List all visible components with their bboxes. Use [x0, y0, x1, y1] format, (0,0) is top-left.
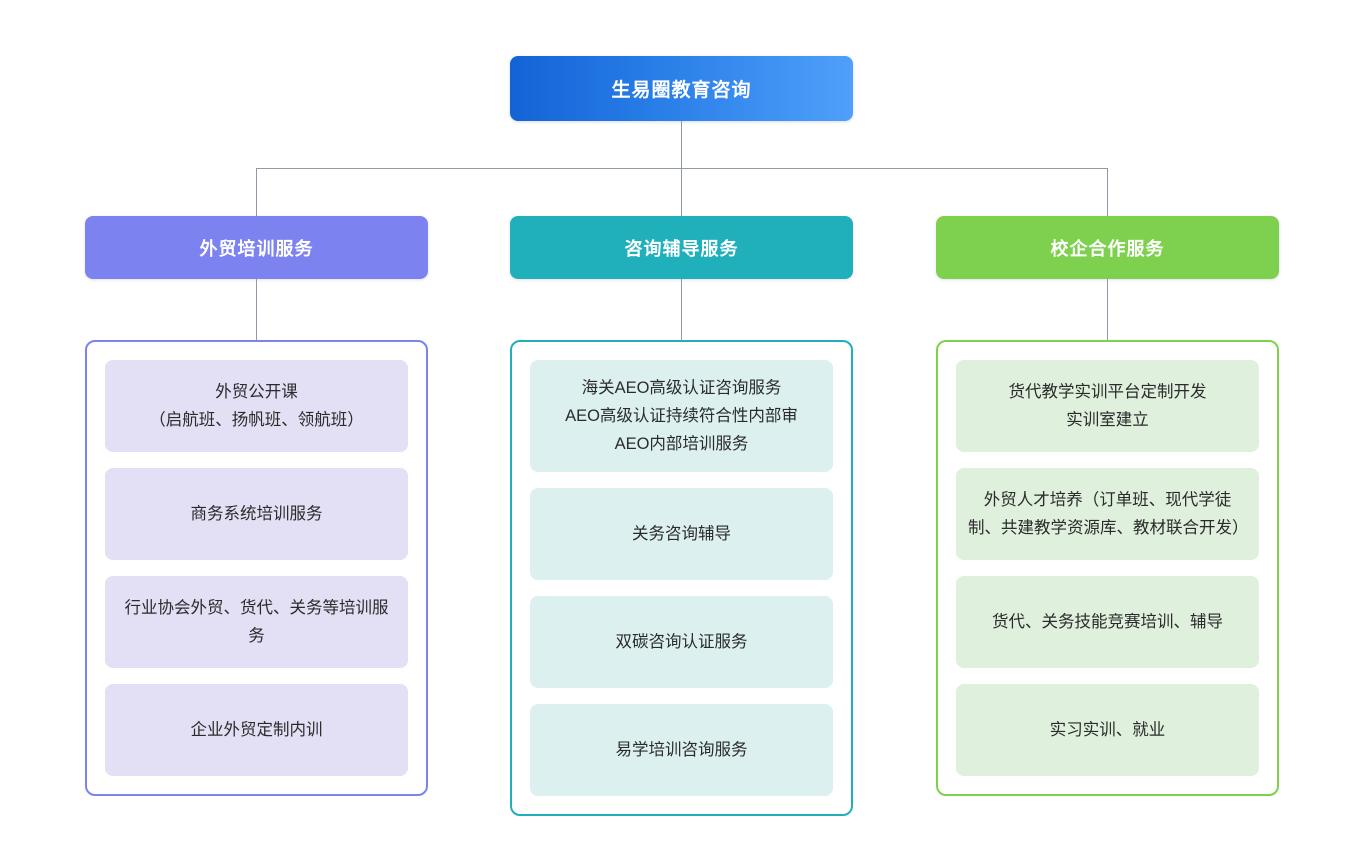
branch-header-label: 咨询辅导服务 [624, 238, 739, 259]
connector-branch-1-vertical [681, 168, 682, 216]
leaf-item[interactable]: 企业外贸定制内训 [105, 684, 408, 776]
branch-column-0: 外贸培训服务 [85, 216, 428, 279]
leaf-item[interactable]: 外贸人才培养（订单班、现代学徒制、共建教学资源库、教材联合开发） [956, 468, 1259, 560]
leaf-item[interactable]: 实习实训、就业 [956, 684, 1259, 776]
branch-items-box-2: 货代教学实训平台定制开发 实训室建立 外贸人才培养（订单班、现代学徒制、共建教学… [936, 340, 1279, 796]
root-node-label: 生易圈教育咨询 [611, 80, 752, 101]
connector-branch-2-vertical [1107, 168, 1108, 216]
branch-header-外贸培训服务[interactable]: 外贸培训服务 [85, 216, 428, 279]
leaf-item[interactable]: 外贸公开课 （启航班、扬帆班、领航班） [105, 360, 408, 452]
connector-branch-0-vertical [256, 168, 257, 216]
branch-header-label: 校企合作服务 [1050, 238, 1165, 259]
branch-header-咨询辅导服务[interactable]: 咨询辅导服务 [510, 216, 853, 279]
connector-branch-0-stub [256, 279, 257, 340]
connector-branch-1-stub [681, 279, 682, 340]
branch-header-label: 外贸培训服务 [199, 238, 314, 259]
branch-column-1: 咨询辅导服务 [510, 216, 853, 279]
leaf-item[interactable]: 易学培训咨询服务 [530, 704, 833, 796]
leaf-item[interactable]: 行业协会外贸、货代、关务等培训服务 [105, 576, 408, 668]
branch-column-2: 校企合作服务 [936, 216, 1279, 279]
root-node-生易圈教育咨询[interactable]: 生易圈教育咨询 [510, 56, 853, 121]
leaf-item[interactable]: 双碳咨询认证服务 [530, 596, 833, 688]
branch-items-box-1: 海关AEO高级认证咨询服务 AEO高级认证持续符合性内部审 AEO内部培训服务 … [510, 340, 853, 816]
connector-branch-2-stub [1107, 279, 1108, 340]
leaf-item[interactable]: 商务系统培训服务 [105, 468, 408, 560]
connector-horizontal-bus [256, 168, 1108, 169]
leaf-item[interactable]: 货代教学实训平台定制开发 实训室建立 [956, 360, 1259, 452]
leaf-item[interactable]: 关务咨询辅导 [530, 488, 833, 580]
leaf-item[interactable]: 货代、关务技能竞赛培训、辅导 [956, 576, 1259, 668]
branch-items-box-0: 外贸公开课 （启航班、扬帆班、领航班） 商务系统培训服务 行业协会外贸、货代、关… [85, 340, 428, 796]
leaf-item[interactable]: 海关AEO高级认证咨询服务 AEO高级认证持续符合性内部审 AEO内部培训服务 [530, 360, 833, 472]
branch-header-校企合作服务[interactable]: 校企合作服务 [936, 216, 1279, 279]
connector-root-vertical [681, 121, 682, 168]
